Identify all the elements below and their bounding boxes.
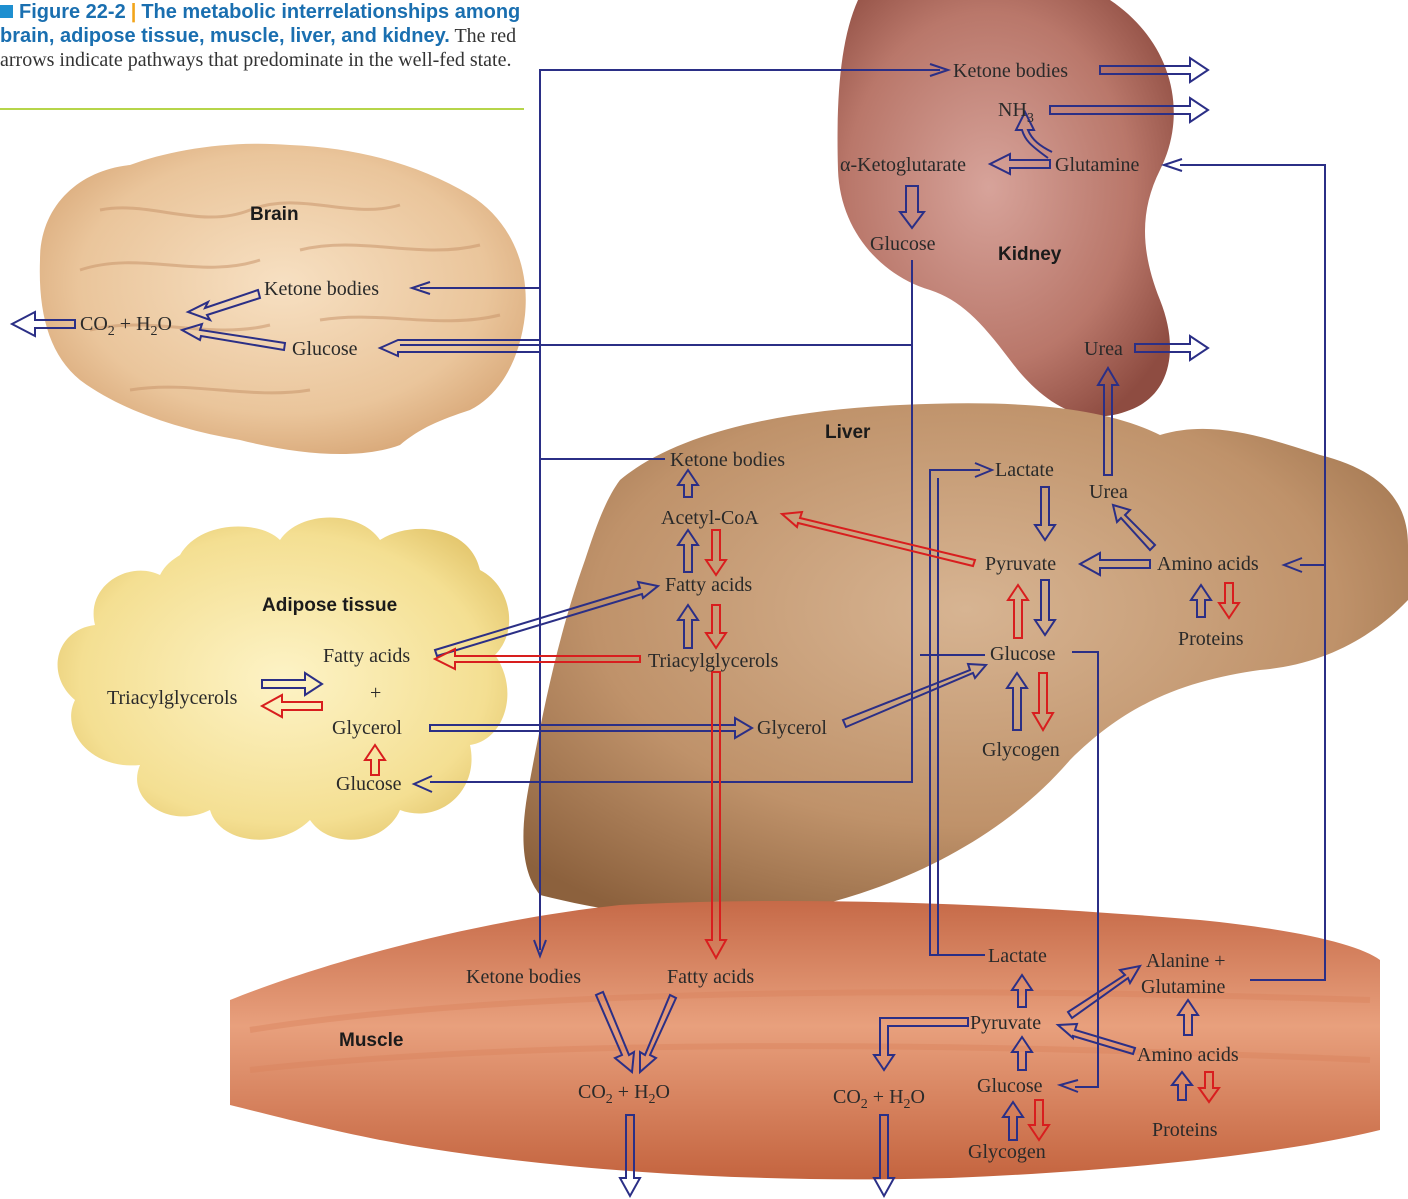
label-liver-glucose: Glucose [990,643,1056,665]
label-muscle-lactate: Lactate [988,945,1047,967]
label-muscle-glutamine: Glutamine [1141,976,1226,998]
label-muscle-glucose: Glucose [977,1075,1043,1097]
label-adipose-fatty-acids: Fatty acids [323,645,410,667]
label-liver-glycerol: Glycerol [757,717,827,739]
label-adipose-triacylglycerols: Triacylglycerols [107,687,238,709]
label-liver-proteins: Proteins [1178,628,1244,650]
label-muscle-fatty-acids: Fatty acids [667,966,754,988]
label-liver-acetyl-coa: Acetyl-CoA [661,507,759,529]
label-kidney-ketone-bodies: Ketone bodies [953,60,1068,82]
organ-label-muscle: Muscle [339,1030,403,1051]
label-muscle-glycogen: Glycogen [968,1141,1046,1163]
label-brain-glucose: Glucose [292,338,358,360]
label-adipose-plus: + [370,682,381,704]
label-liver-glycogen: Glycogen [982,739,1060,761]
organ-label-kidney: Kidney [998,244,1062,265]
label-muscle-pyruvate: Pyruvate [970,1012,1041,1034]
label-kidney-urea: Urea [1084,338,1123,360]
label-liver-urea: Urea [1089,481,1128,503]
label-muscle-ketone-bodies: Ketone bodies [466,966,581,988]
label-kidney-akg: α-Ketoglutarate [840,154,966,176]
label-muscle-alanine: Alanine + [1146,950,1226,972]
label-adipose-glycerol: Glycerol [332,717,402,739]
label-kidney-glutamine: Glutamine [1055,154,1140,176]
organ-label-liver: Liver [825,422,871,443]
organ-label-adipose: Adipose tissue [262,595,397,616]
label-muscle-proteins: Proteins [1152,1119,1218,1141]
arrowhead-glutamine-kidney [1164,159,1182,171]
label-liver-lactate: Lactate [995,459,1054,481]
organ-label-brain: Brain [250,204,299,225]
label-kidney-glucose: Glucose [870,233,936,255]
label-muscle-amino-acids: Amino acids [1137,1044,1239,1066]
label-liver-triacylglycerols: Triacylglycerols [648,650,779,672]
label-liver-fatty-acids: Fatty acids [665,574,752,596]
label-liver-amino-acids: Amino acids [1157,553,1259,575]
label-adipose-glucose: Glucose [336,773,402,795]
label-liver-pyruvate: Pyruvate [985,553,1056,575]
label-brain-ketone-bodies: Ketone bodies [264,278,379,300]
label-liver-ketone-bodies: Ketone bodies [670,449,785,471]
adipose-organ [58,518,510,840]
